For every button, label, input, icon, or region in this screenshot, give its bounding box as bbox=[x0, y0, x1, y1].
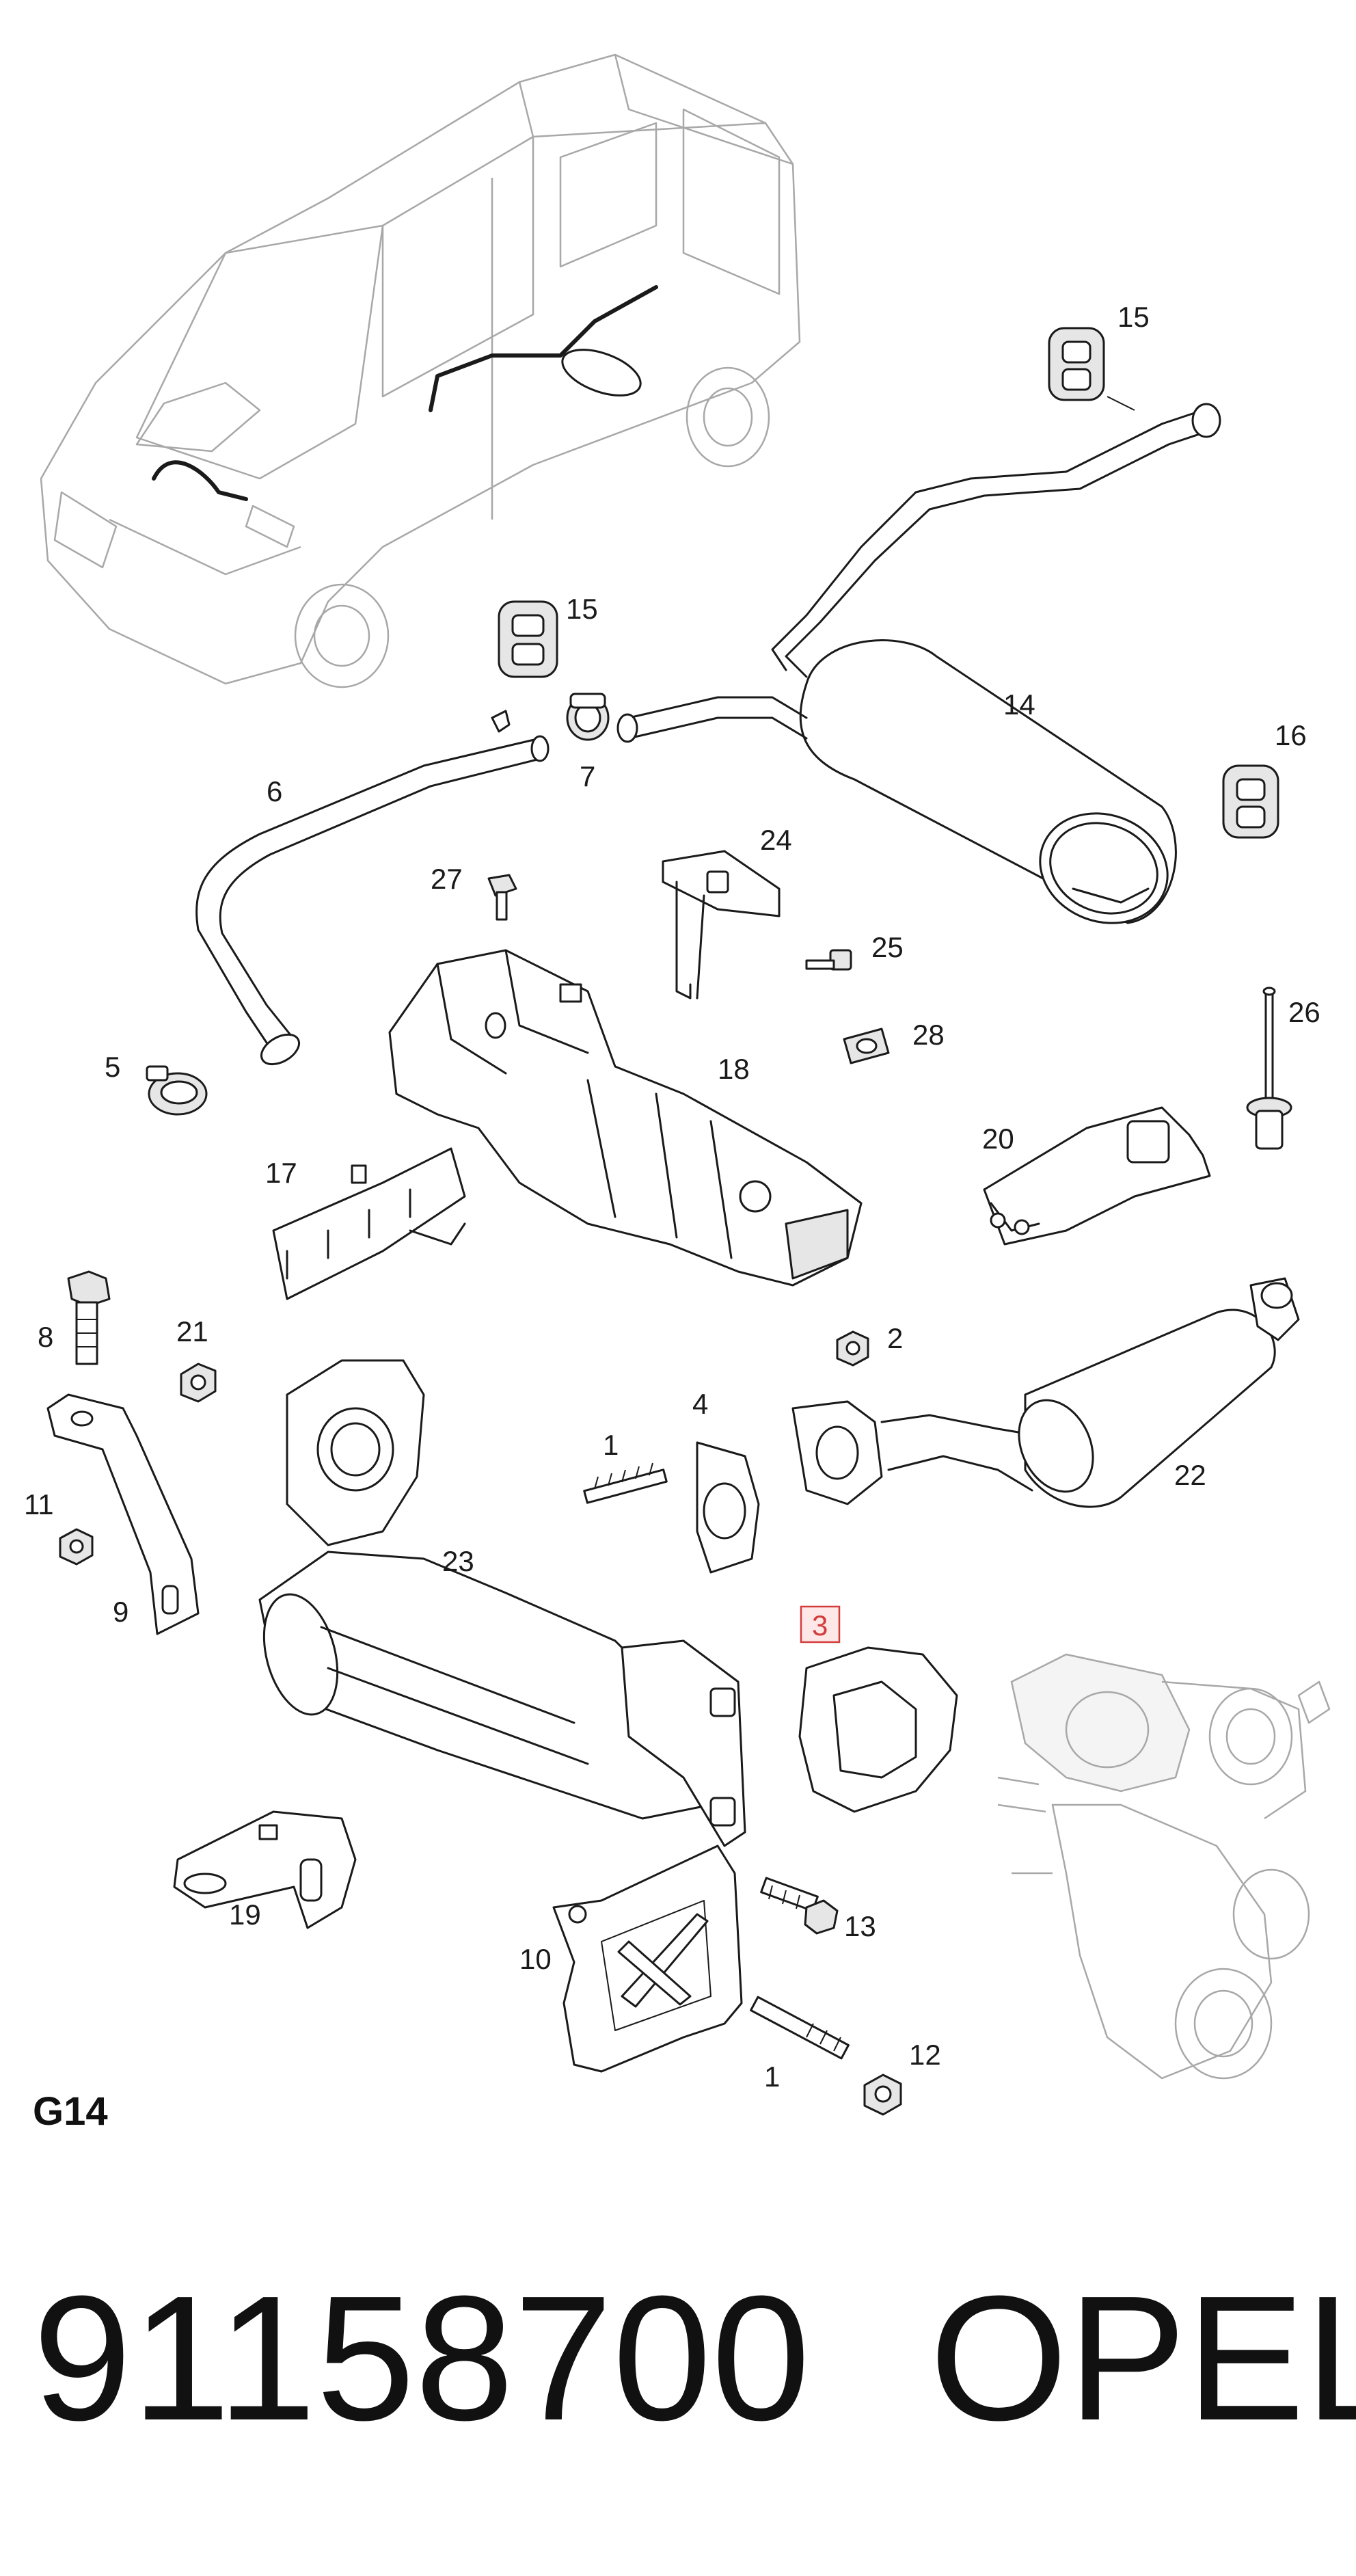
bolt-13 bbox=[760, 1877, 839, 1935]
hanger-bracket-24 bbox=[662, 850, 781, 999]
callout-9: 9 bbox=[113, 1596, 128, 1628]
callout-25: 25 bbox=[871, 931, 904, 963]
callout-16: 16 bbox=[1275, 719, 1307, 751]
callout-3-highlight-box bbox=[800, 1605, 841, 1643]
callout-27: 27 bbox=[431, 863, 463, 895]
callout-17: 17 bbox=[265, 1157, 297, 1189]
callout-22: 22 bbox=[1174, 1459, 1206, 1491]
callout-1-lower: 1 bbox=[764, 2061, 780, 2093]
callout-15-top: 15 bbox=[1117, 301, 1150, 333]
part-number: 91158700 bbox=[33, 2259, 811, 2458]
callout-13: 13 bbox=[844, 1910, 876, 1942]
van-illustration bbox=[40, 53, 801, 688]
turbo-gasket-3 bbox=[798, 1646, 958, 1813]
screw-27 bbox=[487, 874, 517, 921]
callout-11: 11 bbox=[24, 1488, 54, 1520]
callout-6: 6 bbox=[267, 775, 282, 807]
gasket-4 bbox=[696, 1441, 760, 1574]
rear-muffler-assembly bbox=[616, 396, 1221, 924]
catalytic-converter-23 bbox=[258, 1359, 746, 1847]
callout-20: 20 bbox=[982, 1123, 1014, 1155]
callout-28: 28 bbox=[912, 1019, 945, 1051]
callout-4: 4 bbox=[692, 1388, 708, 1420]
callout-1-upper: 1 bbox=[603, 1429, 619, 1461]
callout-10: 10 bbox=[519, 1943, 552, 1975]
callout-3: 3 bbox=[812, 1609, 828, 1641]
callout-26: 26 bbox=[1288, 996, 1320, 1028]
callout-8: 8 bbox=[38, 1321, 53, 1353]
rivet-26 bbox=[1246, 987, 1292, 1150]
bracket-19 bbox=[173, 1810, 357, 1929]
callout-18: 18 bbox=[718, 1053, 750, 1085]
brand-name: OPEL bbox=[930, 2259, 1356, 2458]
rubber-mount-16 bbox=[1222, 764, 1279, 839]
callout-labels: 15 15 14 16 6 7 24 27 25 26 28 5 18 20 1… bbox=[24, 301, 1320, 2134]
callout-14: 14 bbox=[1003, 688, 1035, 721]
heat-plate-10 bbox=[552, 1844, 743, 2073]
nut-11 bbox=[59, 1528, 94, 1566]
screw-25 bbox=[805, 949, 852, 971]
turbocharger-illustration bbox=[997, 1653, 1331, 2080]
nut-12 bbox=[863, 2074, 902, 2116]
rubber-mount-15-top bbox=[1048, 327, 1105, 401]
callout-24: 24 bbox=[760, 824, 792, 856]
callout-15-middle: 15 bbox=[566, 593, 598, 625]
callout-21: 21 bbox=[176, 1315, 208, 1347]
nut-2 bbox=[836, 1330, 869, 1367]
heat-shield-17 bbox=[272, 1147, 466, 1300]
section-code: G14 bbox=[33, 2089, 108, 2134]
pipe-clamp-5 bbox=[146, 1065, 208, 1116]
stud-1-upper bbox=[583, 1462, 668, 1504]
callout-5: 5 bbox=[105, 1051, 120, 1083]
callout-23: 23 bbox=[442, 1545, 474, 1577]
heat-shield-18 bbox=[388, 949, 863, 1287]
bracket-20 bbox=[983, 1106, 1211, 1246]
front-silencer-22 bbox=[791, 1277, 1300, 1508]
callout-12: 12 bbox=[909, 2039, 941, 2071]
bracket-9 bbox=[46, 1393, 200, 1635]
front-pipe-6 bbox=[195, 693, 610, 1066]
callout-2: 2 bbox=[887, 1322, 903, 1354]
clip-28 bbox=[843, 1028, 890, 1064]
callout-19: 19 bbox=[229, 1899, 261, 1931]
rubber-mount-15-middle bbox=[498, 600, 558, 678]
callout-7: 7 bbox=[580, 760, 595, 792]
nut-21 bbox=[180, 1363, 217, 1403]
bolt-8 bbox=[67, 1270, 111, 1365]
stud-1-lower bbox=[750, 1996, 850, 2060]
